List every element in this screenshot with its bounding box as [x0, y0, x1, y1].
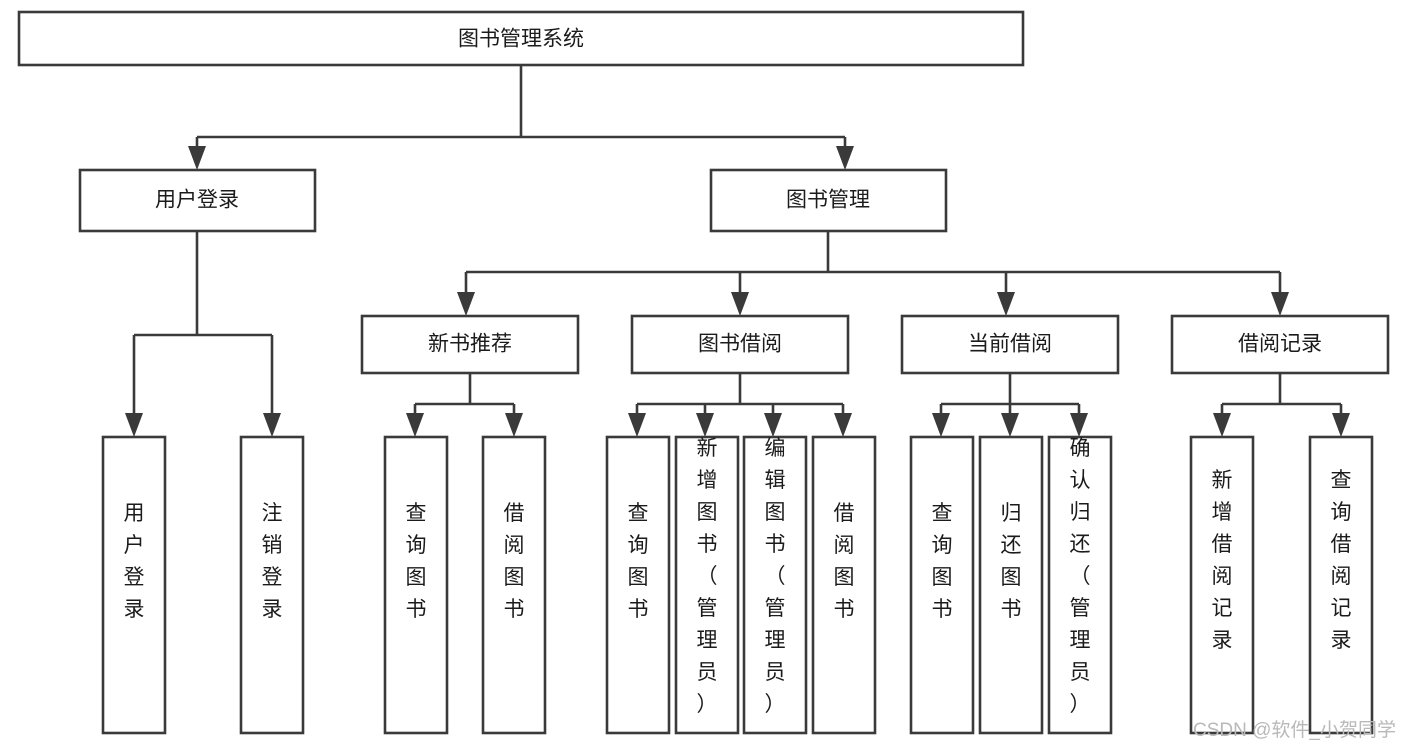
node-leaf-1-label: 用户登录 — [124, 502, 145, 621]
arrow-to-leaf-12 — [1213, 413, 1231, 437]
arrow-to-borrow — [731, 292, 749, 316]
connector-login-to-leaves — [132, 231, 274, 413]
node-login[interactable]: 用户登录 — [78, 168, 317, 233]
node-leaf-2[interactable]: 注销登录 — [239, 435, 305, 735]
node-leaf-1[interactable]: 用户登录 — [101, 435, 167, 735]
node-newbook-label: 新书推荐 — [428, 333, 512, 356]
node-leaf-4-label: 借阅图书 — [504, 502, 525, 621]
node-record[interactable]: 借阅记录 — [1170, 314, 1390, 375]
node-leaf-11-label: 确认归还（管理员） — [1070, 437, 1091, 716]
node-root[interactable]: 图书管理系统 — [17, 10, 1025, 67]
node-login-label: 用户登录 — [155, 189, 239, 212]
node-leaf-8[interactable]: 借阅图书 — [811, 435, 877, 735]
node-leaf-9-label: 查询图书 — [932, 502, 953, 621]
node-leaf-4[interactable]: 借阅图书 — [481, 435, 547, 735]
arrow-to-leaf-4 — [505, 413, 523, 437]
arrow-to-leaf-5 — [628, 413, 646, 437]
connector-bookmgmt-to-level3 — [464, 231, 1282, 292]
node-leaf-8-label: 借阅图书 — [834, 502, 855, 621]
connector-newbook-to-leaves — [413, 373, 516, 413]
node-leaf-12[interactable]: 新增借阅记录 — [1189, 435, 1255, 735]
connector-root-to-level2 — [195, 65, 847, 146]
arrow-to-newbook — [457, 292, 475, 316]
arrow-to-leaf-9 — [932, 413, 950, 437]
arrow-to-bookmgmt — [836, 146, 854, 170]
arrow-to-leaf-7 — [764, 413, 782, 437]
connector-current-to-leaves — [939, 373, 1081, 413]
node-current-label: 当前借阅 — [968, 333, 1052, 356]
arrow-to-leaf-3 — [406, 413, 424, 437]
arrow-to-current — [997, 292, 1015, 316]
node-leaf-13[interactable]: 查询借阅记录 — [1308, 435, 1374, 735]
csdn-watermark: CSDN @软件_小贺同学 — [1193, 719, 1396, 741]
arrow-to-leaf-13 — [1332, 413, 1350, 437]
arrow-to-leaf-1 — [125, 413, 143, 437]
node-leaf-6[interactable]: 新增图书（管理员） — [674, 435, 740, 735]
arrow-to-leaf-10 — [1001, 413, 1019, 437]
arrow-to-leaf-8 — [834, 413, 852, 437]
node-leaf-2-label: 注销登录 — [262, 502, 283, 621]
node-bookmgmt[interactable]: 图书管理 — [709, 168, 948, 233]
node-leaf-6-label: 新增图书（管理员） — [697, 437, 718, 716]
node-leaf-3[interactable]: 查询图书 — [383, 435, 449, 735]
node-current[interactable]: 当前借阅 — [900, 314, 1120, 375]
node-leaf-10[interactable]: 归还图书 — [978, 435, 1044, 735]
node-bookmgmt-label: 图书管理 — [786, 189, 870, 212]
node-leaf-7[interactable]: 编辑图书（管理员） — [742, 435, 808, 735]
arrow-to-login — [188, 146, 206, 170]
arrow-to-leaf-11 — [1070, 413, 1088, 437]
node-borrow[interactable]: 图书借阅 — [630, 314, 850, 375]
node-record-label: 借阅记录 — [1238, 333, 1322, 356]
arrow-to-record — [1271, 292, 1289, 316]
node-newbook[interactable]: 新书推荐 — [360, 314, 580, 375]
arrow-to-leaf-6 — [696, 413, 714, 437]
arrow-to-leaf-2 — [263, 413, 281, 437]
node-leaf-12-label: 新增借阅记录 — [1212, 469, 1233, 652]
node-leaf-3-label: 查询图书 — [406, 502, 427, 621]
node-leaf-13-label: 查询借阅记录 — [1331, 469, 1352, 652]
node-leaf-7-label: 编辑图书（管理员） — [765, 437, 786, 716]
node-root-label: 图书管理系统 — [458, 28, 584, 51]
node-leaf-9[interactable]: 查询图书 — [909, 435, 975, 735]
connector-record-to-leaves — [1220, 373, 1343, 413]
node-borrow-label: 图书借阅 — [698, 333, 782, 356]
node-leaf-5-label: 查询图书 — [628, 502, 649, 621]
node-leaf-11[interactable]: 确认归还（管理员） — [1047, 435, 1113, 735]
node-leaf-5[interactable]: 查询图书 — [605, 435, 671, 735]
connector-borrow-to-leaves — [635, 373, 845, 413]
node-leaf-10-label: 归还图书 — [1001, 502, 1022, 621]
